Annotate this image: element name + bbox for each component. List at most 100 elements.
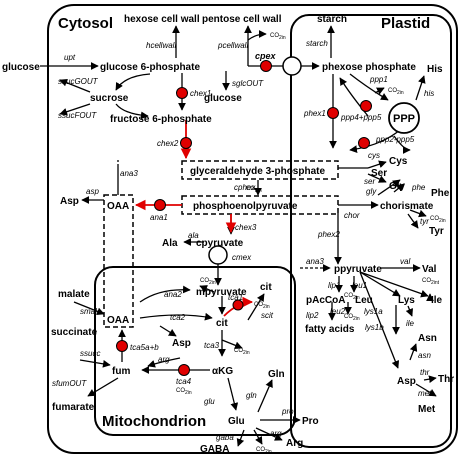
metabolite-succinate[interactable]: succinate <box>51 327 98 338</box>
metabolite-co2-gaba[interactable]: CO2in <box>256 447 272 455</box>
metabolite-cpyruvate[interactable]: cpyruvate <box>196 238 244 249</box>
metabolite-cit-ext[interactable]: cit <box>260 282 272 293</box>
reaction-tyr[interactable]: tyr <box>420 217 429 226</box>
reaction-ser[interactable]: ser <box>364 177 375 186</box>
reaction-leu1[interactable]: leu1 <box>352 281 367 290</box>
metabolite-fatty-acids[interactable]: fatty acids <box>305 324 355 335</box>
reaction-sglcout[interactable]: sglcOUT <box>232 79 264 88</box>
metabolite-malate[interactable]: malate <box>58 289 90 300</box>
metabolite-ppp[interactable]: PPP <box>393 113 415 125</box>
reaction-glu[interactable]: glu <box>204 397 215 406</box>
metabolite-co2-tca3[interactable]: CO2in <box>234 348 250 356</box>
reaction-chex1[interactable]: chex1 <box>190 89 211 98</box>
reaction-ssucfout[interactable]: ssucFOUT <box>58 111 97 120</box>
reaction-lys1b[interactable]: lys1b <box>365 323 384 332</box>
metabolite-asp-c[interactable]: Asp <box>60 196 79 207</box>
reaction-tca2[interactable]: tca2 <box>170 313 186 322</box>
reaction-cys[interactable]: cys <box>368 151 380 160</box>
metabolite-glucose[interactable]: glucose <box>204 93 242 104</box>
reaction-pro[interactable]: pro <box>281 407 294 416</box>
reaction-hcellwall[interactable]: hcellwall <box>146 41 176 50</box>
reaction-leu2[interactable]: leu2 <box>330 307 346 316</box>
metabolite-glucose-6-phosphate[interactable]: glucose 6-phosphate <box>100 62 200 73</box>
metabolite-mpyruvate[interactable]: mpyruvate <box>196 287 247 298</box>
metabolite-ser[interactable]: Ser <box>371 168 387 179</box>
reaction-met[interactable]: met <box>418 389 432 398</box>
metabolite-oaa-c[interactable]: OAA <box>107 201 129 212</box>
reaction-his[interactable]: his <box>424 89 434 98</box>
metabolite-val[interactable]: Val <box>422 264 437 275</box>
metabolite-co2-val[interactable]: CO2int <box>422 278 440 286</box>
reaction-ana2[interactable]: ana2 <box>164 290 182 299</box>
reaction-chor[interactable]: chor <box>344 211 360 220</box>
reaction-tca1[interactable]: tca1 <box>228 293 243 302</box>
reaction-pcellwall[interactable]: pcellwall <box>217 41 248 50</box>
metabolite-pacoa[interactable]: pAcCoA <box>306 295 345 306</box>
metabolite-co2-leu2[interactable]: CO2in <box>344 314 360 322</box>
metabolite-starch[interactable]: starch <box>317 14 347 25</box>
reaction-starch[interactable]: starch <box>306 39 328 48</box>
metabolite-arg[interactable]: Arg <box>286 438 303 449</box>
reaction-phex1[interactable]: phex1 <box>303 109 326 118</box>
reaction-ana1[interactable]: ana1 <box>150 213 168 222</box>
metabolite-leu[interactable]: Leu <box>355 295 373 306</box>
metabolite-co2-ppp1[interactable]: CO2in <box>388 88 404 96</box>
metabolite-asp-p[interactable]: Asp <box>397 376 416 387</box>
metabolite-ppyruvate[interactable]: ppyruvate <box>334 264 382 275</box>
metabolite-co2-pentose[interactable]: CO2in <box>270 33 286 41</box>
reaction-lip1[interactable]: lip1 <box>328 281 340 290</box>
metabolite-glu[interactable]: Glu <box>228 416 245 427</box>
reaction-tca5ab[interactable]: tca5a+b <box>130 343 159 352</box>
metabolite-phexose-phosphate[interactable]: phexose phosphate <box>322 62 416 73</box>
reaction-upt[interactable]: upt <box>64 53 76 62</box>
reaction-gln[interactable]: gln <box>246 391 257 400</box>
reaction-gaba[interactable]: gaba <box>216 433 234 442</box>
reaction-ile[interactable]: ile <box>406 319 415 328</box>
metabolite-glucose-ext[interactable]: glucose <box>2 62 40 73</box>
metabolite-co2-chor[interactable]: CO2in <box>430 216 446 224</box>
metabolite-asn[interactable]: Asn <box>418 333 437 344</box>
metabolite-hexose-cell-wall[interactable]: hexose cell wall <box>124 14 200 25</box>
metabolite-co2-mpyr[interactable]: CO2in <box>200 278 216 286</box>
reaction-tca4[interactable]: tca4 <box>176 377 192 386</box>
reaction-asn[interactable]: asn <box>418 351 431 360</box>
reaction-ana3[interactable]: ana3 <box>120 169 138 178</box>
reaction-arg[interactable]: arg <box>158 355 170 364</box>
metabolite-thr[interactable]: Thr <box>438 374 454 385</box>
metabolite-gln[interactable]: Gln <box>268 369 285 380</box>
reaction-chex2[interactable]: chex2 <box>157 139 179 148</box>
metabolite-fructose-6-phosphate[interactable]: fructose 6-phosphate <box>110 114 212 125</box>
reaction-scit[interactable]: scit <box>261 311 274 320</box>
metabolite-his[interactable]: His <box>427 64 443 75</box>
reaction-ssucc[interactable]: ssucc <box>80 349 100 358</box>
reaction-asp[interactable]: asp <box>86 187 99 196</box>
metabolite-pep[interactable]: phosphoenolpyruvate <box>193 201 298 212</box>
reaction-chex3[interactable]: chex3 <box>235 223 257 232</box>
reaction-ssucgout[interactable]: ssucGOUT <box>58 77 99 86</box>
metabolite-met[interactable]: Met <box>418 404 436 415</box>
metabolite-pro[interactable]: Pro <box>302 416 319 427</box>
metabolite-g3p[interactable]: glyceraldehyde 3-phosphate <box>190 166 325 177</box>
metabolite-fumarate[interactable]: fumarate <box>52 402 95 413</box>
metabolite-phe[interactable]: Phe <box>431 188 450 199</box>
reaction-cphex[interactable]: cphex <box>234 183 256 192</box>
metabolite-gly[interactable]: Gly <box>389 181 406 192</box>
reaction-phe[interactable]: phe <box>411 183 426 192</box>
metabolite-fum[interactable]: fum <box>112 366 130 377</box>
reaction-phex2[interactable]: phex2 <box>317 230 340 239</box>
metabolite-cys[interactable]: Cys <box>389 156 408 167</box>
reaction-smal[interactable]: smal <box>80 307 97 316</box>
metabolite-lys[interactable]: Lys <box>398 295 415 306</box>
metabolite-gaba[interactable]: GABA <box>200 444 229 455</box>
metabolite-sucrose[interactable]: sucrose <box>90 93 129 104</box>
metabolite-co2-tca4[interactable]: CO2in <box>176 388 192 396</box>
metabolite-oaa-m[interactable]: OAA <box>107 315 129 326</box>
metabolite-chorismate[interactable]: chorismate <box>380 201 434 212</box>
reaction-ppp4ppp5[interactable]: ppp4+ppp5 <box>340 113 382 122</box>
metabolite-co2-tca1[interactable]: CO2in <box>254 302 270 310</box>
reaction-ala[interactable]: ala <box>188 231 199 240</box>
metabolite-co2-pep-c[interactable]: CO2in <box>246 186 262 194</box>
metabolite-pentose-cell-wall[interactable]: pentose cell wall <box>202 14 282 25</box>
reaction-arg2[interactable]: arg <box>270 429 282 438</box>
metabolite-cit[interactable]: cit <box>216 318 228 329</box>
